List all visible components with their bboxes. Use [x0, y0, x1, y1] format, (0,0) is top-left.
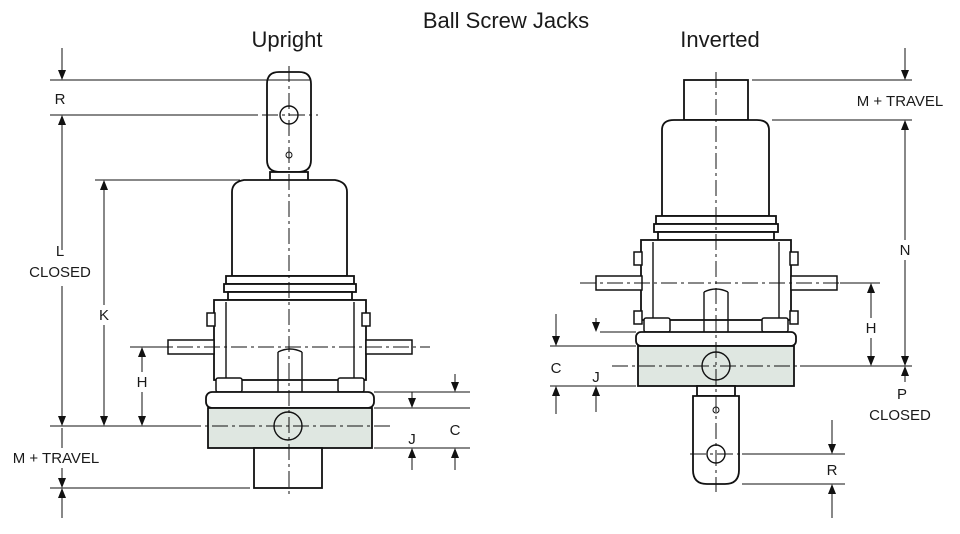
upright-dim-c: C — [450, 422, 461, 439]
upright-boot-ring-3 — [227, 291, 353, 301]
upright-base-block — [207, 407, 373, 449]
upright-gearbox-housing — [213, 299, 367, 381]
inverted-bolt — [789, 251, 799, 266]
inverted-clevis — [692, 395, 740, 485]
inverted-dim-p-closed: CLOSED — [869, 407, 931, 424]
inverted-dim-c: C — [551, 360, 562, 377]
inverted-dim-m-travel: M + TRAVEL — [857, 93, 944, 110]
upright-boot-ring-1 — [225, 275, 355, 285]
inverted-gearbox-housing — [640, 239, 792, 321]
inverted-jack: Inverted — [550, 27, 943, 518]
inverted-dim-j: J — [592, 369, 600, 386]
upright-boot-ring-2 — [223, 283, 357, 293]
inverted-heading: Inverted — [680, 27, 760, 52]
inverted-nut-left — [643, 317, 671, 333]
upright-dim-l: L — [56, 243, 64, 260]
upright-dim-r: R — [55, 91, 66, 108]
inverted-bolt — [633, 310, 643, 325]
upright-bolt — [206, 312, 216, 327]
upright-dim-h: H — [137, 374, 148, 391]
upright-screw-tube — [253, 447, 323, 489]
upright-jack: Upright — [13, 27, 470, 518]
upright-nut-left — [215, 377, 243, 393]
inverted-dim-h: H — [866, 320, 877, 337]
diagram-title: Ball Screw Jacks — [423, 8, 589, 33]
upright-dim-k: K — [99, 307, 109, 324]
inverted-dim-p: P — [897, 386, 907, 403]
inverted-dim-n: N — [900, 242, 911, 259]
upright-bolt — [361, 312, 371, 327]
upright-nut-right — [337, 377, 365, 393]
inverted-bolt — [789, 310, 799, 325]
upright-dim-m-travel: M + TRAVEL — [13, 450, 100, 467]
upright-dim-j: J — [408, 431, 416, 448]
inverted-dim-r: R — [827, 462, 838, 479]
upright-dim-l-closed: CLOSED — [29, 264, 91, 281]
inverted-nut-right — [761, 317, 789, 333]
inverted-bolt — [633, 251, 643, 266]
upright-mount-plate — [205, 391, 375, 409]
upright-heading: Upright — [252, 27, 323, 52]
